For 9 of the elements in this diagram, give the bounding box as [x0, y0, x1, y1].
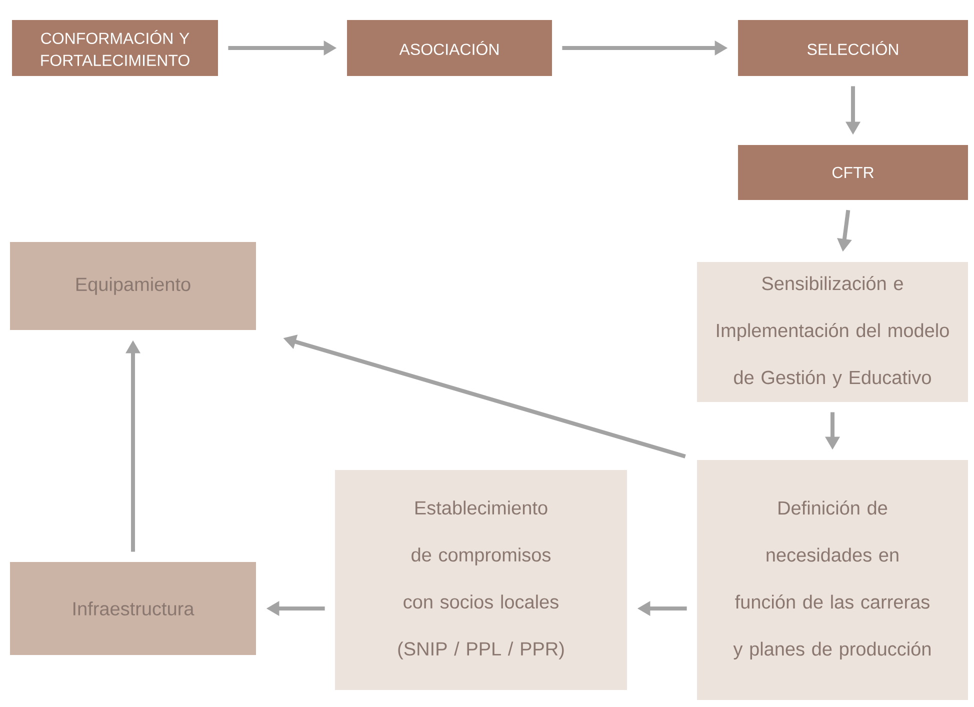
process-box: Definición de necesidades en función de las carreras y planes de producción	[697, 460, 968, 700]
process-box: ASOCIACIÓN	[347, 20, 552, 76]
process-box: Infraestructura	[10, 562, 256, 655]
process-box: CFTR	[738, 145, 968, 200]
process-box: Equipamiento	[10, 242, 256, 330]
process-box: Establecimiento de compromisos con socios locales (SNIP / PPL / PPR)	[335, 470, 627, 690]
process-box: SELECCIÓN	[738, 20, 968, 76]
process-box: Sensibilización e Implementación del modelo de Gestión y Educativo	[697, 262, 968, 402]
process-box: CONFORMACIÓN Y FORTALECIMIENTO	[12, 20, 218, 76]
